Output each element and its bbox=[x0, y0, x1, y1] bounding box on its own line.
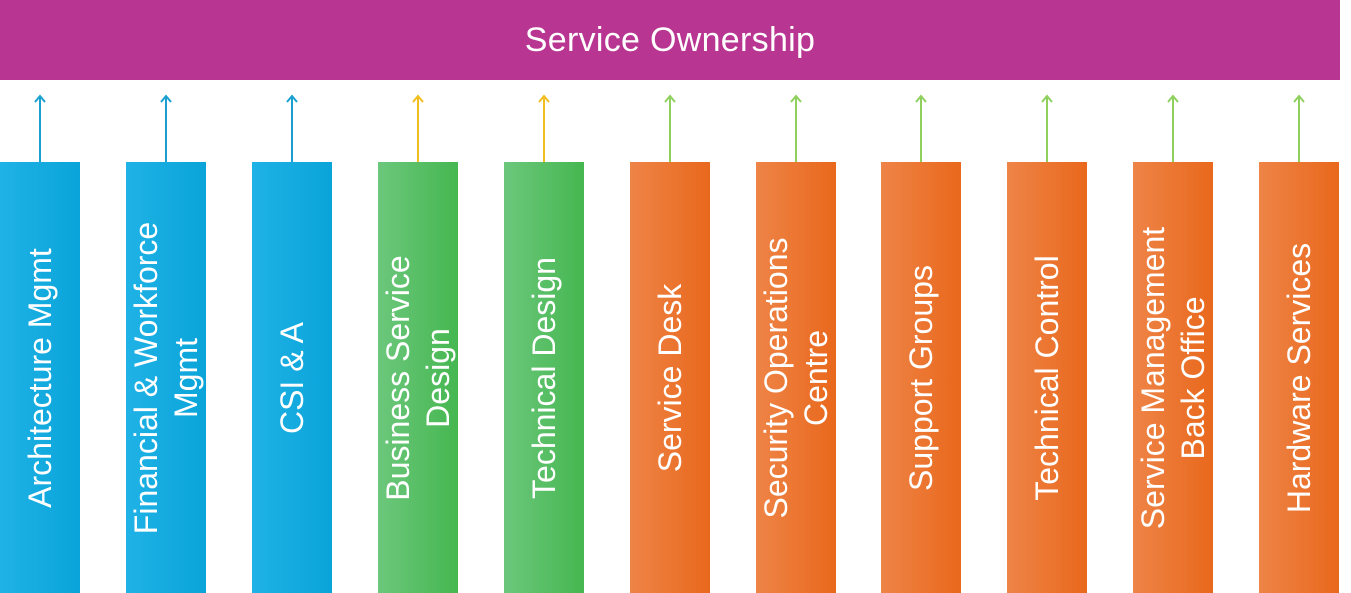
service-column-label-line: Mgmt bbox=[168, 337, 204, 418]
arrow-head-icon bbox=[34, 94, 46, 103]
service-column-label: Support Groups bbox=[901, 168, 941, 588]
arrow-head-icon bbox=[160, 94, 172, 103]
service-column: Service Desk bbox=[630, 162, 710, 593]
service-column-label-line: Hardware Services bbox=[1281, 242, 1317, 513]
service-column: Hardware Services bbox=[1259, 162, 1339, 593]
service-column-label-line: Service Desk bbox=[652, 283, 688, 472]
service-column-label: Technical Control bbox=[1027, 168, 1067, 588]
service-column-label: CSI & A bbox=[272, 168, 312, 588]
arrow-head-icon bbox=[412, 94, 424, 103]
service-column-label-line: Technical Control bbox=[1029, 254, 1065, 501]
service-column-label-line: Technical Design bbox=[526, 256, 562, 499]
arrow-head-icon bbox=[915, 94, 927, 103]
banner-title: Service Ownership bbox=[524, 20, 816, 59]
service-column-label: Service Desk bbox=[650, 168, 690, 588]
arrow-head-icon bbox=[790, 94, 802, 103]
service-column-label-line: CSI & A bbox=[274, 321, 310, 434]
service-column-label-line: Architecture Mgmt bbox=[22, 247, 58, 508]
arrow-head-icon bbox=[664, 94, 676, 103]
service-column-label-line: Financial & Workforce bbox=[128, 221, 164, 534]
service-column-label-line: Design bbox=[420, 327, 456, 428]
arrow-head-icon bbox=[1293, 94, 1305, 103]
arrow-head-icon bbox=[1041, 94, 1053, 103]
service-column-label: Technical Design bbox=[524, 168, 564, 588]
arrow-head-icon bbox=[1167, 94, 1179, 103]
service-column-label-line: Business Service bbox=[380, 254, 416, 501]
service-ownership-banner: Service Ownership bbox=[0, 0, 1340, 80]
service-column: Support Groups bbox=[881, 162, 961, 593]
service-column-label: Architecture Mgmt bbox=[20, 168, 60, 588]
arrow-head-icon bbox=[538, 94, 550, 103]
service-column-label-line: Support Groups bbox=[903, 264, 939, 491]
service-column-label: Hardware Services bbox=[1279, 168, 1319, 588]
service-column-label-line: Centre bbox=[798, 329, 834, 426]
service-column-label-line: Service Management bbox=[1135, 226, 1171, 529]
service-column: Architecture Mgmt bbox=[0, 162, 80, 593]
arrow-head-icon bbox=[286, 94, 298, 103]
service-column: CSI & A bbox=[252, 162, 332, 593]
service-column: Technical Design bbox=[504, 162, 584, 593]
service-column-label-line: Back Office bbox=[1175, 295, 1211, 460]
service-column-label-line: Security Operations bbox=[758, 237, 794, 519]
service-column: Technical Control bbox=[1007, 162, 1087, 593]
